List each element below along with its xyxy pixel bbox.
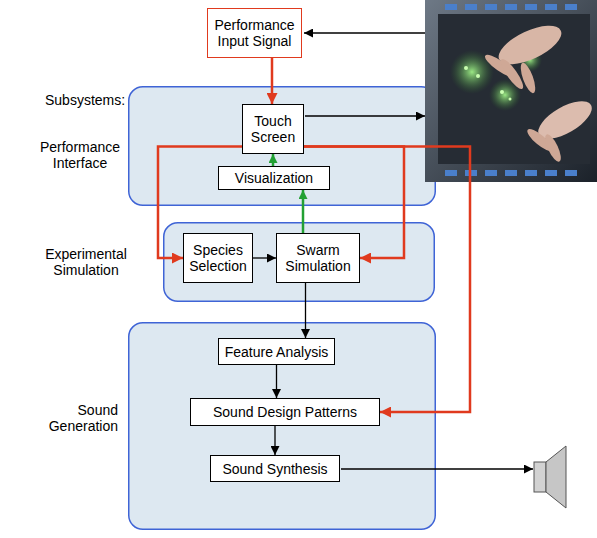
bezel-buttons [445,4,577,176]
flow-arrow [274,426,275,455]
box-label: Performance Input Signal [212,17,297,49]
box-label: Sound Design Patterns [213,404,357,420]
speaker-symbol [534,446,566,508]
process-box: Visualization [218,166,330,190]
panel-background [129,323,436,530]
box-label: Visualization [235,170,313,186]
box-label: Touch Screen [247,113,299,145]
flow-arrow [253,257,276,258]
signal-arrow [304,32,425,33]
flow-arrow [305,283,306,338]
tablet-body [425,0,597,182]
audio-arrow [341,468,533,469]
input-box: Performance Input Signal [207,8,302,58]
process-box: Touch Screen [242,104,304,154]
photo-arrow [305,115,425,116]
section-label: Subsystems: [45,92,125,108]
hands [482,18,597,164]
panel-heading: Sound Generation [28,402,118,434]
flow-arrow [302,190,305,233]
flow-arrow [272,154,275,166]
process-box: Sound Design Patterns [190,398,380,426]
process-box: Sound Synthesis [210,455,340,482]
panel-heading: Experimental Simulation [36,246,136,278]
box-label: Feature Analysis [225,344,329,360]
box-label: Swarm Simulation [281,242,355,274]
process-box: Feature Analysis [218,338,335,365]
tablet-screen [438,14,590,164]
process-box: Species Selection [183,233,253,283]
panel-background [164,223,435,302]
flow-arrow [276,365,277,398]
subsystem-panel: Feature AnalysisSound Design PatternsSou… [20,322,436,530]
flow-arrow [271,58,274,104]
process-box: Swarm Simulation [276,233,360,283]
box-label: Species Selection [188,242,248,274]
box-label: Sound Synthesis [222,461,327,477]
subsystem-panel: Species Selection Swarm Simulation Experim… [20,222,435,302]
touchscreen-photo [425,0,597,182]
panel-heading: Performance Interface [30,139,130,171]
